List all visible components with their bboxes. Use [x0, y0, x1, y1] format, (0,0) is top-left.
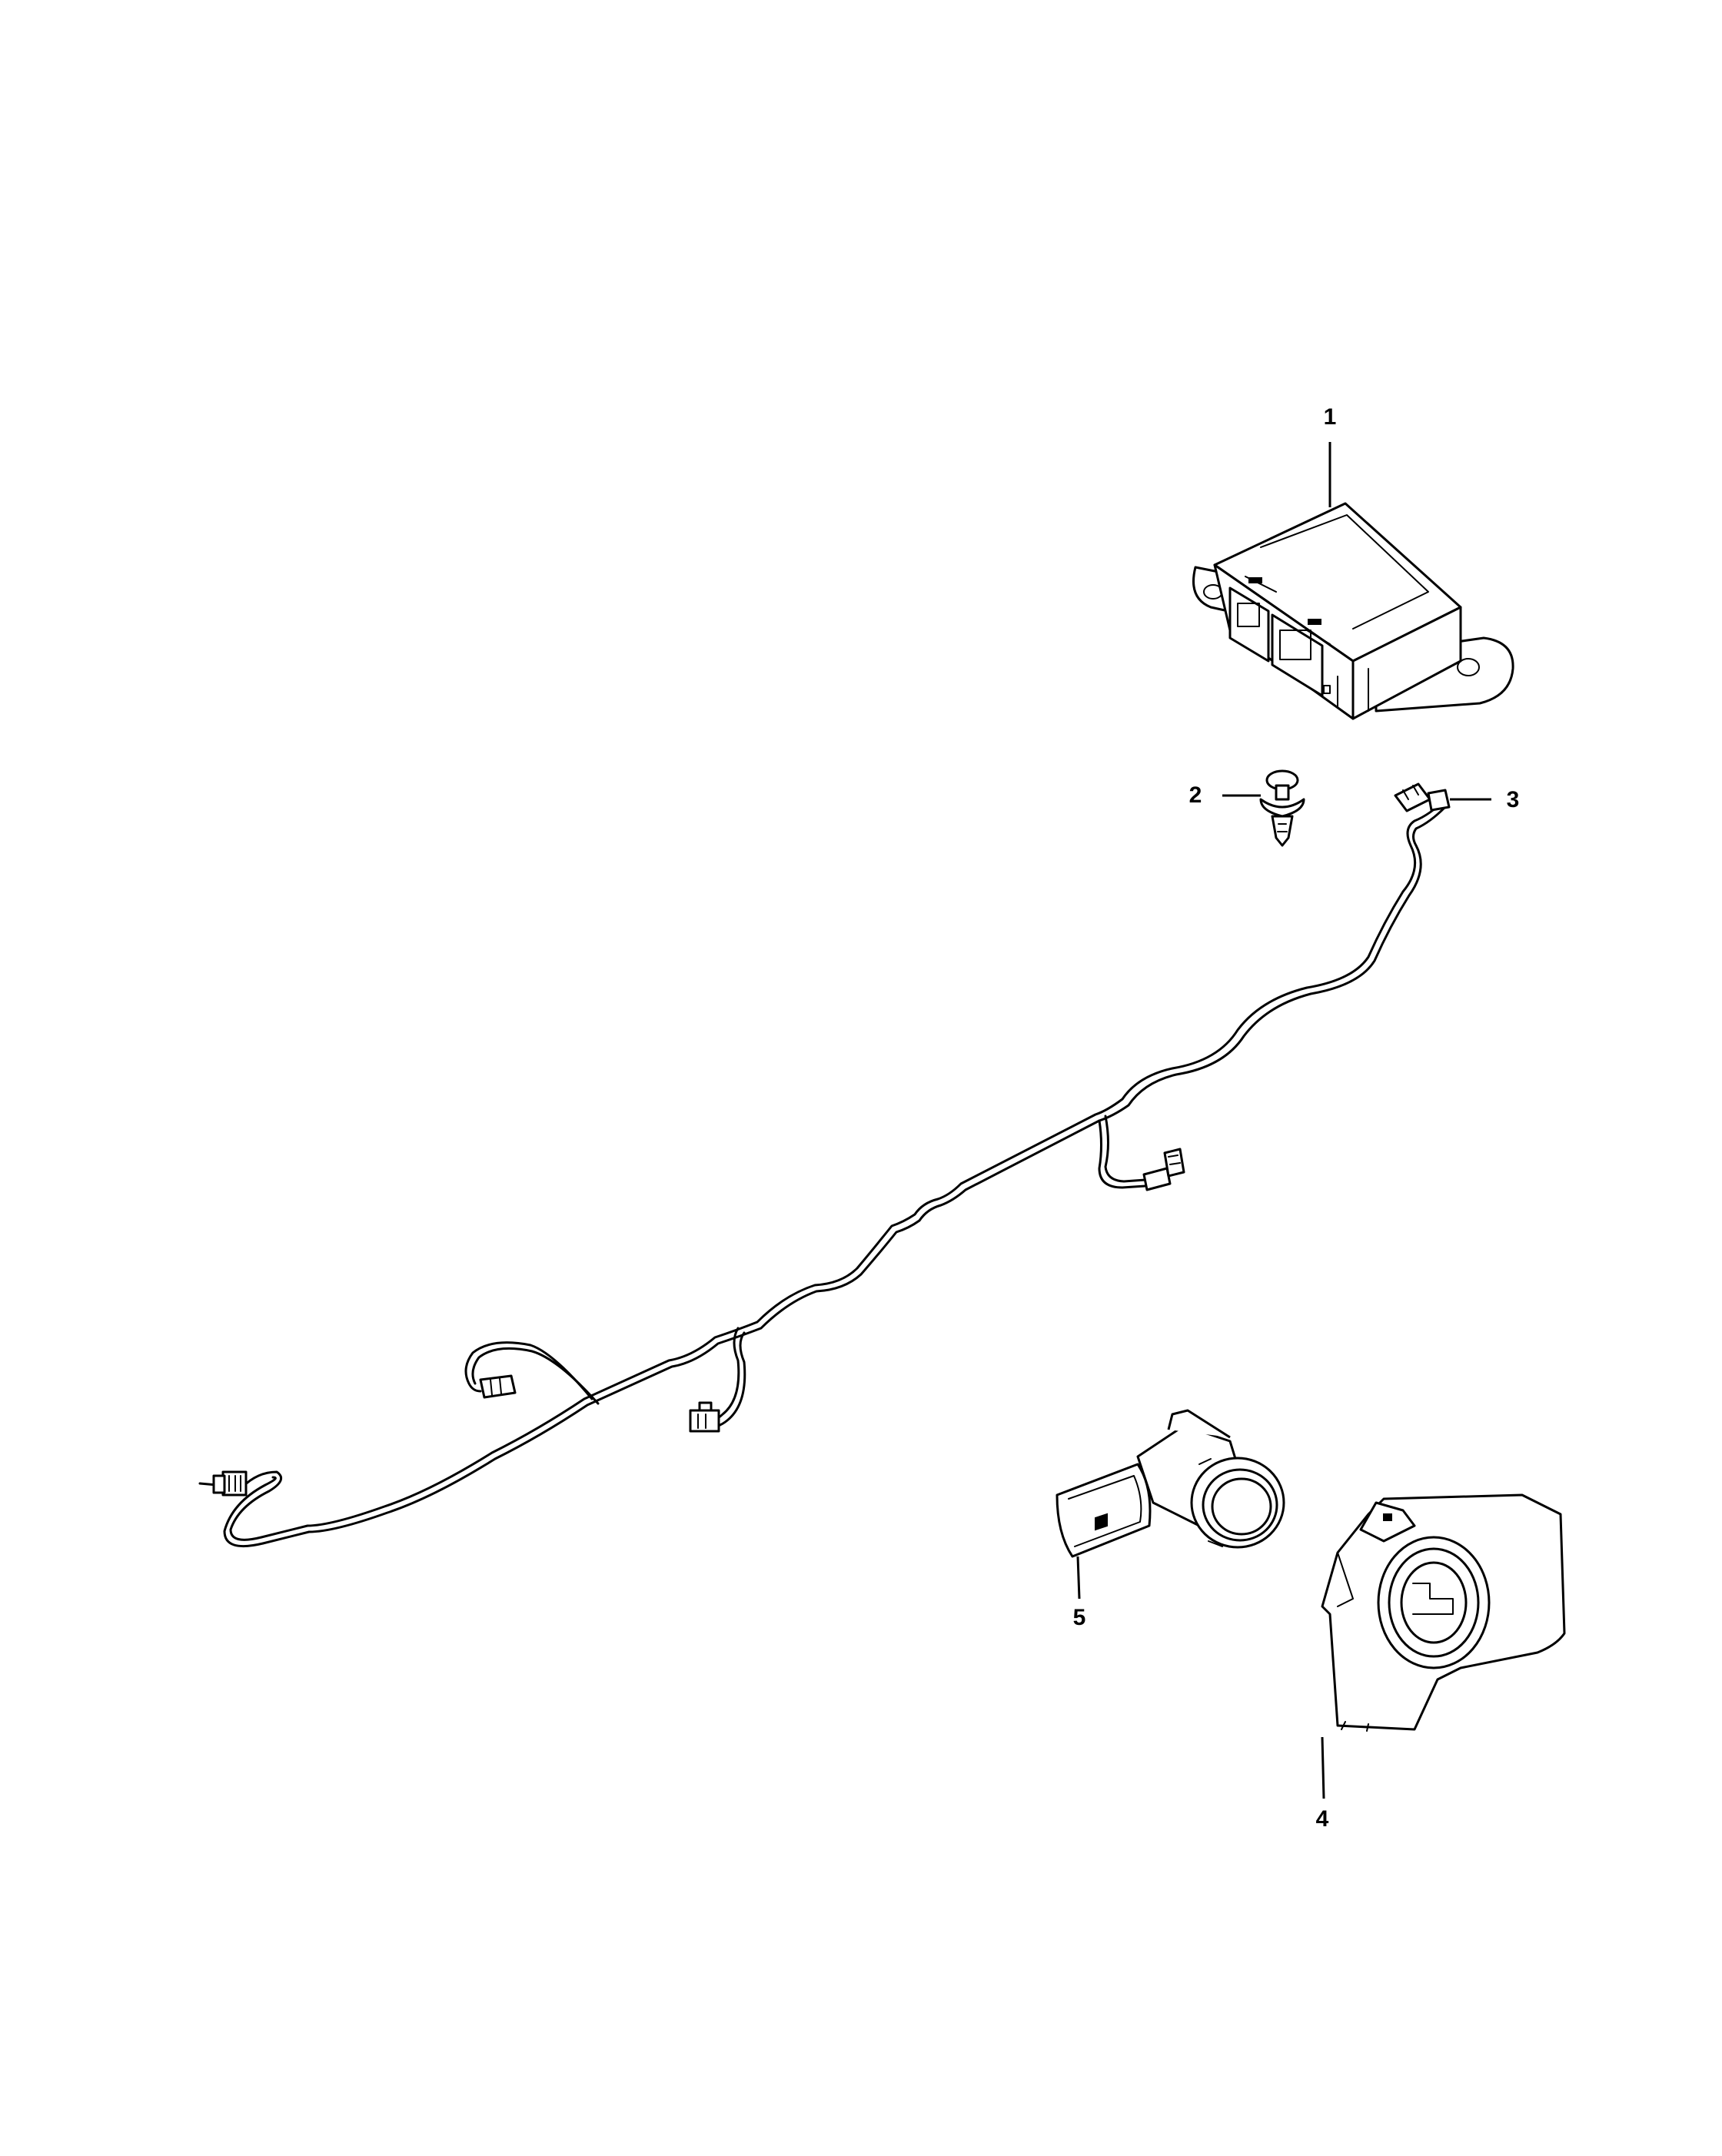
leader-4 [1321, 1736, 1325, 1799]
callout-4: 4 [1315, 1806, 1329, 1832]
callout-2: 2 [1188, 782, 1202, 808]
park-sensor [1055, 1409, 1285, 1558]
callout-5: 5 [1072, 1605, 1086, 1630]
sensor-bracket [1321, 1493, 1566, 1732]
callout-3: 3 [1506, 787, 1520, 812]
park-assist-module [1192, 502, 1514, 720]
leader-5 [1076, 1556, 1081, 1600]
wiring-harness [198, 782, 1451, 1548]
callout-1: 1 [1323, 404, 1337, 430]
push-pin-fastener [1259, 769, 1305, 847]
